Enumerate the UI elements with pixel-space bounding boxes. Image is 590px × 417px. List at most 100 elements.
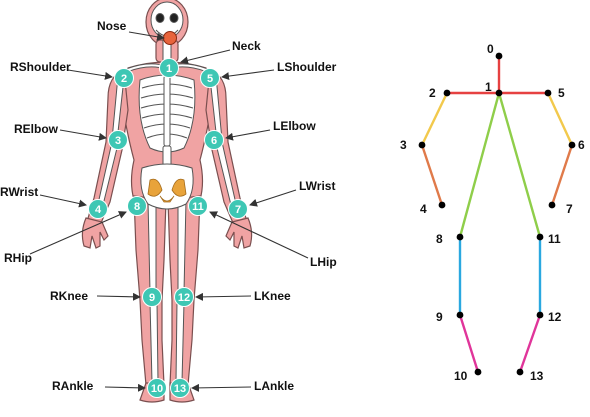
node-7 xyxy=(548,201,556,209)
tibia-left xyxy=(175,301,185,383)
lankle-badge-circle xyxy=(170,378,190,398)
neck-label: Neck xyxy=(232,39,261,53)
node-10 xyxy=(474,368,482,376)
lhip-badge: 11 xyxy=(188,196,208,216)
lhip-label: LHip xyxy=(310,255,337,269)
relbow-arrow xyxy=(59,129,107,141)
lankle-label: LAnkle xyxy=(254,379,294,393)
node-10-label: 10 xyxy=(454,369,468,383)
rshoulder-label: RShoulder xyxy=(10,60,71,74)
node-2-label: 2 xyxy=(429,86,436,100)
rwrist-arrow xyxy=(39,194,87,208)
lknee-badge-number: 12 xyxy=(178,292,190,304)
lankle-badge: 13 xyxy=(170,378,190,398)
rhip-badge: 8 xyxy=(127,196,147,216)
lhip-badge-circle xyxy=(188,196,208,216)
rankle-arrow xyxy=(104,383,146,392)
lelbow-arrow xyxy=(225,129,271,141)
rknee-badge-circle xyxy=(142,287,162,307)
lelbow-badge-number: 6 xyxy=(211,135,217,147)
rshoulder-arrow xyxy=(67,69,113,80)
lwrist-badge-circle xyxy=(228,199,248,219)
node-0 xyxy=(495,52,503,60)
lknee-badge: 12 xyxy=(174,287,194,307)
left-hand xyxy=(225,217,253,249)
rwrist-badge: 4 xyxy=(88,199,108,219)
lwrist-arrow xyxy=(249,189,297,207)
neck-arrow xyxy=(180,49,231,65)
rankle-label: RAnkle xyxy=(52,379,94,393)
rhip-badge-number: 8 xyxy=(134,201,140,213)
lelbow-label: LElbow xyxy=(273,119,316,133)
node-9-label: 9 xyxy=(436,310,443,324)
node-12 xyxy=(536,311,544,319)
nose-label: Nose xyxy=(97,19,127,33)
edge-9-10 xyxy=(458,313,480,374)
edge-12-13 xyxy=(518,313,542,374)
skeleton-edges xyxy=(420,54,574,374)
tibia-right xyxy=(149,301,159,383)
eye-socket-left xyxy=(169,13,179,23)
edge-2-3 xyxy=(420,91,449,147)
relbow-label: RElbow xyxy=(14,122,59,136)
rankle-badge: 10 xyxy=(147,378,167,398)
rhip-label: RHip xyxy=(4,251,32,265)
lshoulder-badge-circle xyxy=(200,68,220,88)
femur-right xyxy=(147,199,157,293)
relbow-badge: 3 xyxy=(108,130,128,150)
lelbow-badge: 6 xyxy=(204,130,224,150)
lshoulder-badge: 5 xyxy=(200,68,220,88)
relbow-badge-circle xyxy=(108,130,128,150)
lknee-badge-circle xyxy=(174,287,194,307)
node-6 xyxy=(568,141,576,149)
node-0-label: 0 xyxy=(487,42,494,56)
nose-marker xyxy=(163,31,177,45)
rankle-badge-circle xyxy=(147,378,167,398)
node-11 xyxy=(536,233,544,241)
relbow-badge-number: 3 xyxy=(115,135,121,147)
callout-arrows xyxy=(29,31,309,392)
node-1 xyxy=(495,89,503,97)
node-3 xyxy=(418,141,426,149)
node-13 xyxy=(516,368,524,376)
edge-5-6 xyxy=(546,91,574,147)
rknee-arrow xyxy=(96,292,141,301)
rankle-badge-number: 10 xyxy=(151,383,163,395)
rhip-badge-circle xyxy=(127,196,147,216)
rshoulder-badge-number: 2 xyxy=(121,73,127,85)
rwrist-badge-circle xyxy=(88,199,108,219)
rknee-label: RKnee xyxy=(50,289,88,303)
lwrist-badge: 7 xyxy=(228,199,248,219)
lankle-badge-number: 13 xyxy=(174,383,186,395)
node-12-label: 12 xyxy=(548,310,562,324)
ribcage xyxy=(138,74,196,153)
lhip-badge-number: 11 xyxy=(192,201,204,213)
edge-1-8 xyxy=(458,91,501,239)
edge-3-4 xyxy=(420,143,444,207)
neck-badge-number: 1 xyxy=(166,63,172,75)
node-5 xyxy=(544,89,552,97)
node-8-label: 8 xyxy=(436,232,443,246)
lshoulder-label: LShoulder xyxy=(277,60,337,74)
rknee-badge-number: 9 xyxy=(149,292,155,304)
lwrist-badge-number: 7 xyxy=(235,204,241,216)
lknee-label: LKnee xyxy=(254,289,291,303)
lshoulder-badge-number: 5 xyxy=(207,73,213,85)
node-3-label: 3 xyxy=(400,138,407,152)
node-4-label: 4 xyxy=(420,202,427,216)
node-7-label: 7 xyxy=(566,202,573,216)
node-5-label: 5 xyxy=(558,86,565,100)
edge-1-11 xyxy=(497,91,542,239)
nose-arrow xyxy=(128,31,165,41)
lknee-arrow xyxy=(195,292,252,301)
edge-6-7 xyxy=(550,143,574,207)
node-6-label: 6 xyxy=(578,138,585,152)
lhip-arrow xyxy=(209,211,309,259)
rhip-arrow xyxy=(29,211,127,255)
node-2 xyxy=(443,89,451,97)
right-hand xyxy=(81,217,109,249)
node-8 xyxy=(456,233,464,241)
